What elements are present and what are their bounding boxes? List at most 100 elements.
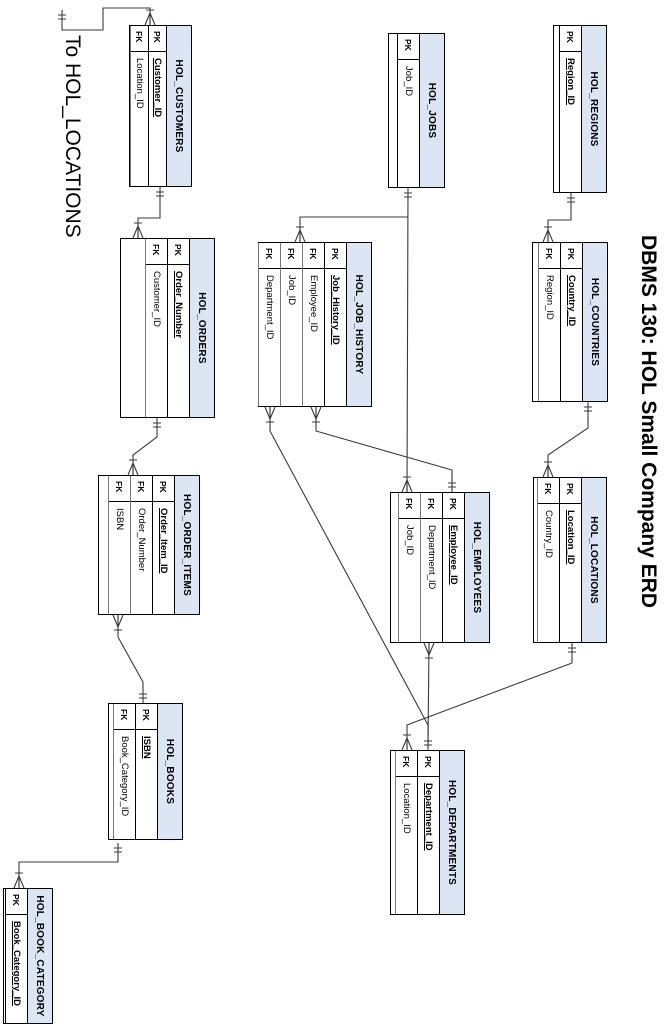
entity-title: HOL_BOOKS — [157, 704, 182, 839]
key-label: PK — [6, 889, 27, 915]
field-row: PK Order_Number — [167, 239, 189, 417]
relationship-line — [299, 216, 408, 242]
cardinality-marker — [127, 422, 161, 476]
field-name: Customer_ID — [152, 58, 163, 118]
key-label: FK — [396, 751, 417, 777]
relationship-line — [427, 642, 430, 745]
entity-title: HOL_LOCATIONS — [581, 478, 606, 642]
field-row: PK Country_ID — [560, 243, 582, 401]
key-label: FK — [114, 704, 135, 730]
empty-row-space — [533, 243, 538, 401]
field-name: Country_ID — [566, 275, 577, 327]
key-label: PK — [325, 243, 346, 269]
key-label: PK — [153, 476, 174, 502]
page-title: DBMS 130: HOL Small Company ERD — [637, 235, 660, 609]
field-row: FK Department_ID — [420, 493, 442, 642]
field-name: Order_Item_ID — [158, 508, 169, 574]
field-row: PK Region_ID — [559, 26, 581, 192]
relationship-line — [18, 843, 119, 888]
relationship-line — [61, 7, 151, 31]
key-label: PK — [560, 26, 581, 52]
key-label: FK — [538, 478, 559, 504]
key-label: FK — [399, 493, 420, 519]
key-label: PK — [443, 493, 464, 519]
empty-row-space — [4, 889, 5, 1023]
cardinality-marker — [264, 406, 432, 746]
key-label: PK — [136, 704, 157, 730]
field-row: PK ISBN — [135, 704, 157, 839]
cardinality-marker — [401, 192, 413, 493]
key-label: FK — [303, 243, 324, 269]
field-row: FK Book_Category_ID — [113, 704, 135, 839]
cardinality-marker — [542, 197, 575, 243]
field-name: Region_ID — [565, 58, 576, 105]
key-label: FK — [281, 243, 302, 269]
relationship-line — [117, 615, 144, 703]
empty-row-space — [109, 704, 113, 839]
key-label: PK — [149, 26, 166, 52]
entity-title: HOL_BOOK_CATEGORY — [27, 889, 52, 1023]
field-row: FK Customer_ID — [145, 239, 167, 417]
relationship-line — [315, 407, 453, 492]
field-row: FK Job_ID — [398, 493, 420, 642]
entity-title: HOL_DEPARTMENTS — [439, 751, 464, 914]
field-name: ISBN — [114, 508, 125, 531]
empty-row-space — [391, 493, 398, 642]
entity-title: HOL_JOBS — [419, 34, 444, 187]
entity-title: HOL_ORDER_ITEMS — [174, 476, 199, 614]
relationship-line — [406, 187, 409, 493]
empty-row-space — [534, 478, 537, 642]
relationship-line — [406, 643, 573, 750]
key-label: FK — [421, 493, 442, 519]
field-name: Region_ID — [544, 275, 555, 320]
entity-title: HOL_JOB_HISTORY — [346, 243, 371, 406]
field-name: ISBN — [141, 736, 152, 759]
field-name: Job_ID — [404, 525, 415, 556]
empty-row-space — [121, 239, 145, 417]
field-name: Book_Category_ID — [119, 736, 130, 817]
field-name: Department_ID — [423, 783, 434, 851]
empty-row-space — [389, 34, 397, 187]
key-label: FK — [539, 243, 560, 269]
entity-title: HOL_COUNTRIES — [582, 243, 607, 401]
empty-row-space — [99, 476, 108, 614]
cardinality-marker — [13, 847, 122, 889]
cardinality-marker — [112, 614, 147, 699]
cardinality-marker — [310, 406, 456, 488]
entity-title: HOL_CUSTOMERS — [166, 26, 191, 186]
relationship-line — [137, 187, 161, 238]
field-name: Book_Category_ID — [11, 921, 22, 1006]
field-row: FK Location_ID — [395, 751, 417, 914]
relationship-line — [547, 193, 572, 242]
field-name: Order_Number — [173, 271, 184, 339]
key-label: FK — [259, 243, 280, 269]
field-name: Order_Number — [136, 508, 147, 572]
cardinality-marker — [542, 406, 592, 478]
key-label: PK — [418, 751, 439, 777]
key-label: PK — [561, 243, 582, 269]
field-name: Job_History_ID — [330, 275, 341, 345]
field-name: Location_ID — [401, 783, 412, 834]
key-label: FK — [146, 239, 167, 265]
field-name: Location_ID — [134, 58, 145, 109]
entity-title: HOL_EMPLOYEES — [464, 493, 489, 642]
field-name: Customer_ID — [151, 271, 162, 327]
field-name: Department_ID — [426, 525, 437, 590]
key-label: PK — [168, 239, 189, 265]
